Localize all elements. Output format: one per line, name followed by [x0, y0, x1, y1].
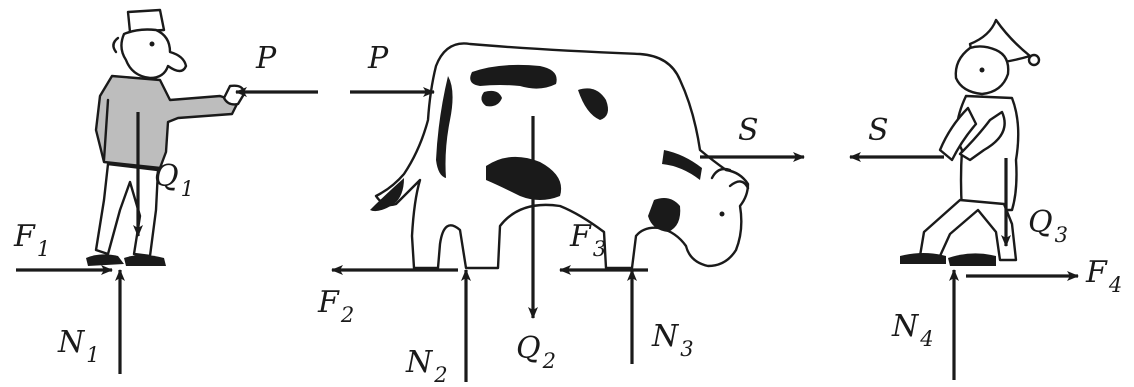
label-s-left: S: [868, 113, 889, 148]
label-f3: F3: [569, 219, 606, 261]
left-man-figure: [86, 8, 246, 266]
label-n1: N1: [57, 325, 100, 367]
label-n2: N2: [405, 345, 448, 387]
label-p-left: P: [255, 41, 277, 76]
label-q3: Q3: [1028, 205, 1068, 247]
right-man-figure: [900, 18, 1041, 266]
label-p-right: P: [367, 41, 389, 76]
label-q2: Q2: [516, 331, 556, 373]
label-f1: F1: [13, 219, 50, 261]
label-q1: Q1: [154, 159, 194, 201]
label-f4: F4: [1085, 255, 1122, 297]
label-n4: N4: [891, 309, 934, 351]
label-f2: F2: [317, 285, 354, 327]
label-n3: N3: [651, 319, 694, 361]
cow-figure: [370, 42, 750, 270]
label-s-right: S: [738, 113, 759, 148]
